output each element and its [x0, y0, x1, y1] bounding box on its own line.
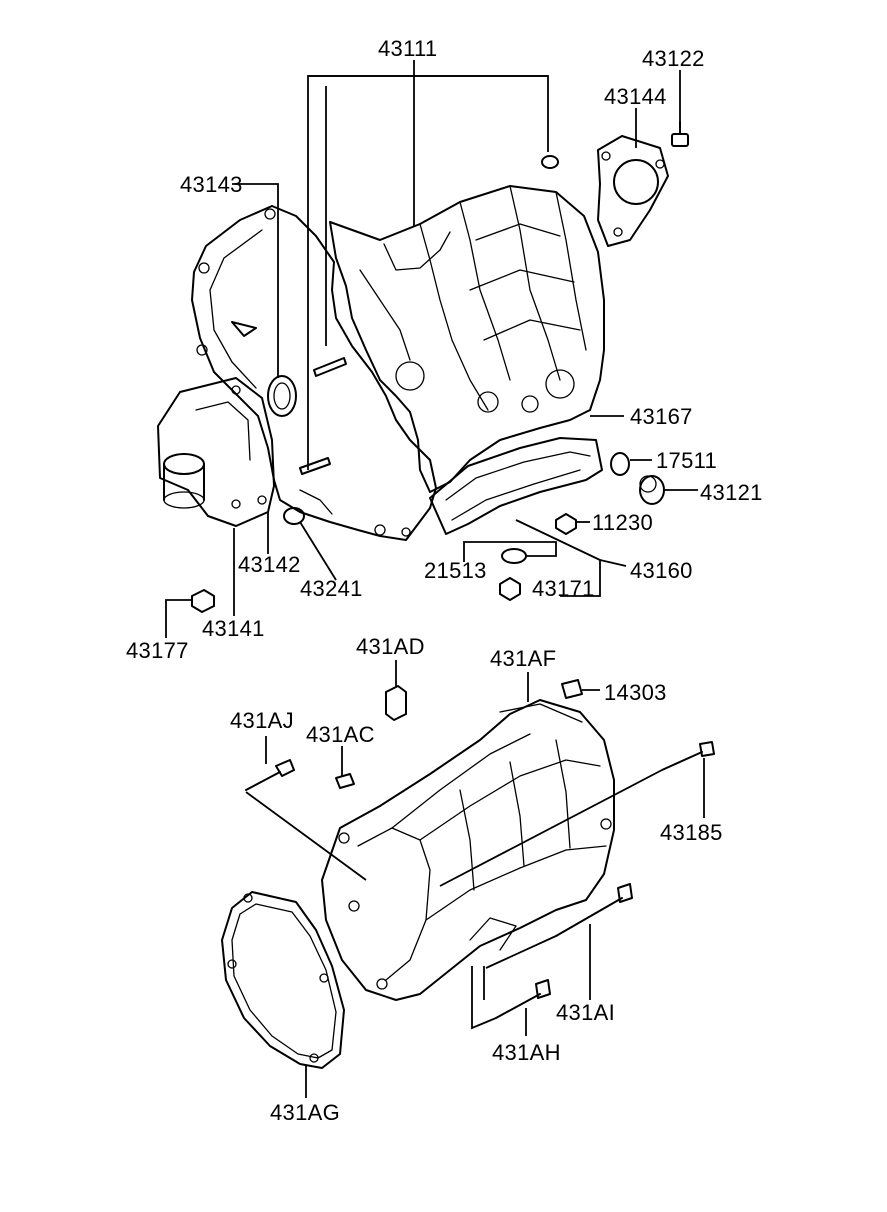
gasket-17511-drawing — [610, 452, 630, 476]
label-43122: 43122 — [642, 46, 705, 71]
label-43141: 43141 — [202, 616, 265, 641]
label-43177: 43177 — [126, 638, 189, 663]
label-431AI: 431AI — [556, 1000, 615, 1025]
label-14303: 14303 — [604, 680, 667, 705]
label-43167: 43167 — [630, 404, 693, 429]
bolt-431AI-drawing — [555, 883, 633, 937]
label-431AF: 431AF — [490, 646, 556, 671]
bolt-431AH-drawing — [495, 979, 551, 1019]
label-43121: 43121 — [700, 480, 763, 505]
front-retainer-drawing — [157, 377, 275, 527]
dowel-drawing — [541, 155, 559, 169]
label-43143: 43143 — [180, 172, 243, 197]
bolt-43185-drawing — [661, 741, 715, 771]
label-431AJ: 431AJ — [230, 708, 294, 733]
oil-seal-43143-drawing — [267, 375, 297, 417]
plug-43121-drawing — [639, 475, 665, 505]
seal-431AC-drawing — [335, 773, 355, 789]
label-21513: 21513 — [424, 558, 487, 583]
label-17511: 17511 — [656, 448, 717, 473]
label-43171: 43171 — [532, 576, 595, 601]
label-43144: 43144 — [604, 84, 667, 109]
label-43111: 43111 — [378, 36, 437, 61]
transmission-case-drawing — [329, 185, 605, 493]
label-43142: 43142 — [238, 552, 301, 577]
label-431AG: 431AG — [270, 1100, 340, 1125]
nut-43177-drawing — [191, 589, 215, 613]
label-43185: 43185 — [660, 820, 723, 845]
pin-14303-drawing — [561, 679, 583, 699]
label-431AD: 431AD — [356, 634, 425, 659]
bolt-11230-drawing — [555, 513, 577, 535]
gasket-431AG-drawing — [221, 891, 345, 1069]
label-431AC: 431AC — [306, 722, 375, 747]
rear-gasket-plate-drawing — [597, 135, 669, 247]
label-431AH: 431AH — [492, 1040, 561, 1065]
leader-lines — [165, 60, 705, 1098]
bushing-431AD-drawing — [385, 685, 407, 721]
extension-housing-drawing — [321, 699, 615, 1001]
label-11230: 11230 — [592, 510, 653, 535]
pins-drawing — [299, 357, 347, 475]
label-43241: 43241 — [300, 576, 363, 601]
drain-plug-drawing — [499, 548, 527, 601]
seal-43241-drawing — [283, 507, 305, 525]
bolt-431AJ-drawing — [245, 759, 295, 791]
label-43160: 43160 — [630, 558, 693, 583]
bell-housing-drawing — [191, 205, 437, 541]
part-labels: 43111 43122 43144 43143 43167 17511 4312… — [126, 36, 763, 1125]
oil-pan-drawing — [429, 437, 603, 535]
